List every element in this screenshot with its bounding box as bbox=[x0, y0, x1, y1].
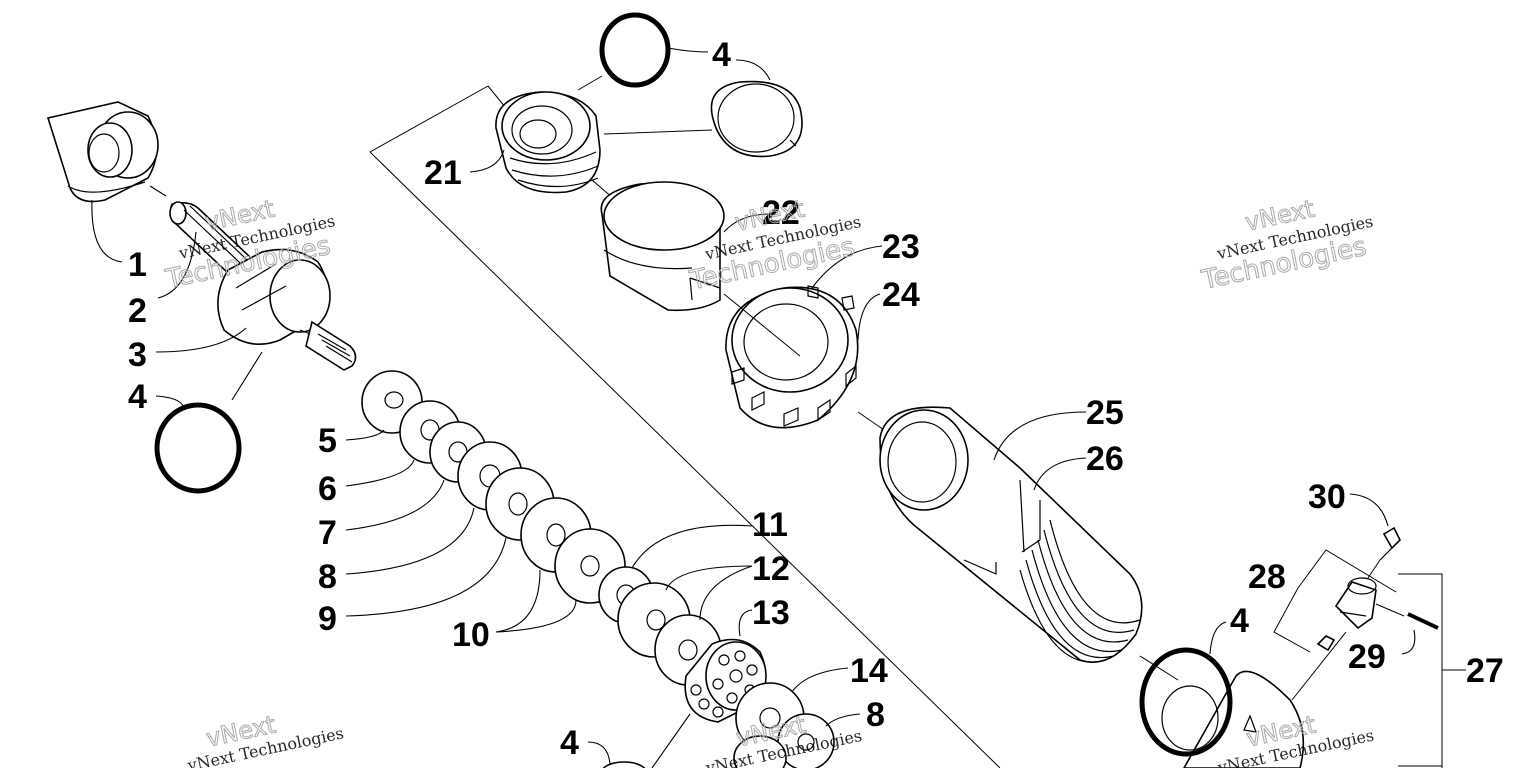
callout-21: 21 bbox=[424, 154, 462, 192]
leader-4-top bbox=[667, 47, 709, 53]
leader-8b bbox=[825, 713, 861, 727]
callout-14: 14 bbox=[850, 652, 888, 690]
part-reservoir bbox=[1139, 647, 1305, 768]
callout-8b: 8 bbox=[866, 696, 885, 734]
leader-29 bbox=[1401, 629, 1416, 655]
callout-13: 13 bbox=[752, 594, 790, 632]
callout-12: 12 bbox=[752, 550, 790, 588]
callout-6: 6 bbox=[318, 470, 337, 508]
callout-8: 8 bbox=[318, 558, 337, 596]
leader-21 bbox=[469, 149, 505, 173]
callout-28: 28 bbox=[1248, 558, 1286, 596]
callout-4-bottom: 4 bbox=[560, 724, 579, 762]
leader-1b bbox=[149, 185, 167, 197]
leader-25 bbox=[993, 411, 1087, 461]
leader-24 bbox=[857, 293, 881, 341]
callout-1: 1 bbox=[128, 246, 147, 284]
callout-5: 5 bbox=[318, 422, 337, 460]
callout-9: 9 bbox=[318, 600, 337, 638]
part-seal-head-21 bbox=[495, 91, 601, 194]
leader-14 bbox=[791, 667, 849, 693]
part-bushing-1 bbox=[46, 101, 159, 203]
part-oring-4-left bbox=[154, 402, 242, 494]
leader-6 bbox=[345, 459, 415, 487]
callout-3: 3 bbox=[128, 336, 147, 374]
leader-12a bbox=[665, 565, 753, 591]
leader-10a bbox=[495, 569, 541, 633]
part-oring-4-top bbox=[599, 12, 671, 88]
leader-9 bbox=[345, 537, 507, 617]
part-shaft-body-3 bbox=[217, 248, 357, 371]
leader-23 bbox=[811, 245, 883, 289]
leader-12b bbox=[699, 565, 753, 621]
callout-27: 27 bbox=[1466, 652, 1504, 690]
leader-30 bbox=[1349, 493, 1389, 527]
callout-labels: 1 2 3 4 5 6 7 8 9 10 11 12 13 14 8 4 21 … bbox=[128, 36, 1504, 762]
callout-10: 10 bbox=[452, 616, 490, 654]
leader-4-right bbox=[1209, 621, 1227, 655]
connector-body-reservoir bbox=[1139, 655, 1179, 681]
leader-26 bbox=[1033, 457, 1087, 491]
callout-2: 2 bbox=[128, 292, 147, 330]
callout-11: 11 bbox=[752, 506, 788, 544]
leader-5 bbox=[345, 429, 385, 441]
connector-21-ring bbox=[577, 75, 713, 135]
leader-stack-bottom bbox=[651, 713, 691, 768]
callout-24: 24 bbox=[882, 276, 920, 314]
watermark-4: vNext vNext Technologies bbox=[185, 710, 345, 768]
leader-4-bottom bbox=[587, 741, 611, 765]
callout-7: 7 bbox=[318, 514, 337, 552]
leader-7 bbox=[345, 479, 445, 531]
leader-22 bbox=[723, 213, 771, 233]
part-body-25-26 bbox=[879, 406, 1143, 663]
bracket-28 bbox=[1273, 549, 1397, 653]
callout-22: 22 bbox=[762, 194, 800, 232]
bracket-27 bbox=[1398, 573, 1466, 768]
leader-13 bbox=[738, 609, 753, 637]
washer-bottom bbox=[602, 735, 787, 768]
leader-2 bbox=[157, 231, 197, 299]
callout-23: 23 bbox=[882, 228, 920, 266]
part-ring-4-top-right bbox=[710, 80, 803, 158]
part-sleeve-22 bbox=[600, 181, 725, 312]
leader-4-left bbox=[155, 395, 185, 411]
leader-8 bbox=[345, 507, 475, 575]
connector-30 bbox=[1291, 559, 1381, 701]
leader-3b bbox=[231, 351, 263, 401]
watermark-3: vNext vNext Technologies Technologies bbox=[1198, 194, 1375, 296]
callout-26: 26 bbox=[1086, 440, 1124, 478]
leader-1 bbox=[91, 199, 123, 263]
leader-10b bbox=[495, 599, 577, 633]
part-nut-23 bbox=[725, 285, 859, 429]
callout-25: 25 bbox=[1086, 394, 1124, 432]
callout-30: 30 bbox=[1308, 478, 1346, 516]
leader-11 bbox=[631, 524, 753, 569]
callout-4-top: 4 bbox=[712, 36, 731, 74]
leader-4-top-ring bbox=[735, 59, 771, 81]
callout-4-left: 4 bbox=[128, 378, 147, 416]
part-oring-29 bbox=[1407, 612, 1439, 630]
part-screw-30 bbox=[1379, 526, 1401, 561]
washer-stack bbox=[361, 370, 722, 686]
leader-3 bbox=[155, 327, 247, 353]
connector-29 bbox=[1375, 603, 1405, 617]
callout-4-right: 4 bbox=[1230, 602, 1249, 640]
connector-23-25 bbox=[857, 411, 885, 431]
callout-29: 29 bbox=[1348, 638, 1386, 676]
part-valve-28 bbox=[1316, 577, 1377, 652]
connector-22-23 bbox=[723, 293, 801, 357]
